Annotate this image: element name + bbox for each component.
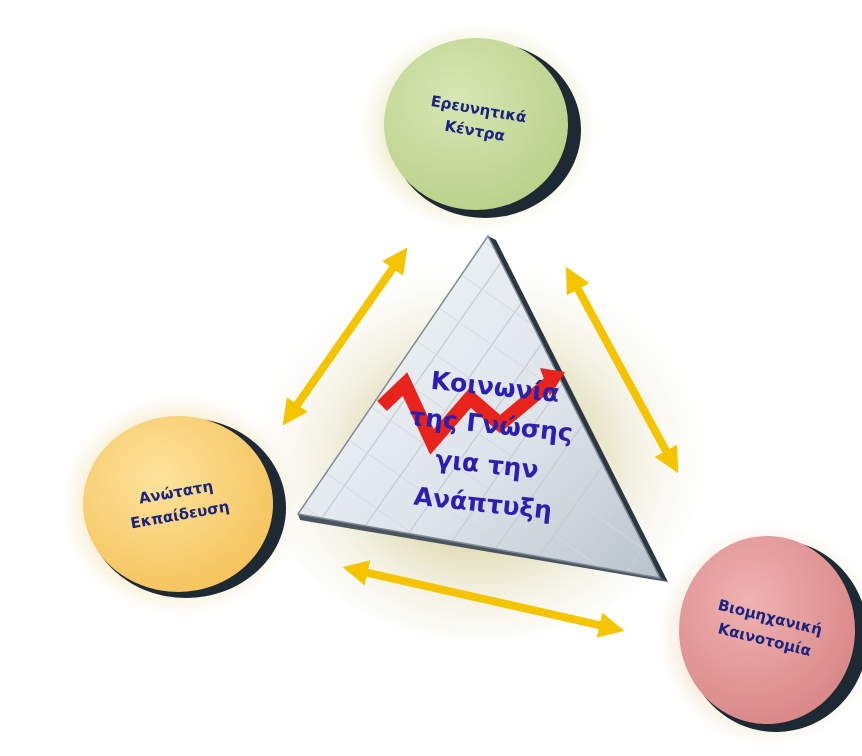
industry-disc-face <box>679 536 855 724</box>
node-industry: Βιομηχανική Καινοτομία <box>679 536 862 732</box>
growth-zigzag-arrow <box>377 372 553 455</box>
node-education: Ανώτατη Εκπαίδευση <box>83 416 286 598</box>
node-research: Ερευνητικά Κέντρα <box>384 38 581 218</box>
center-title: Κοινωνία της Γνώσης για την Ανάπτυξη <box>408 366 574 525</box>
arrow-research-education <box>282 247 408 426</box>
arrow-research-industry <box>565 266 679 474</box>
education-disc-face <box>83 416 273 592</box>
research-disc-face <box>384 38 568 210</box>
arrow-education-industry <box>342 560 625 638</box>
zigzag-arrowhead <box>540 368 565 396</box>
